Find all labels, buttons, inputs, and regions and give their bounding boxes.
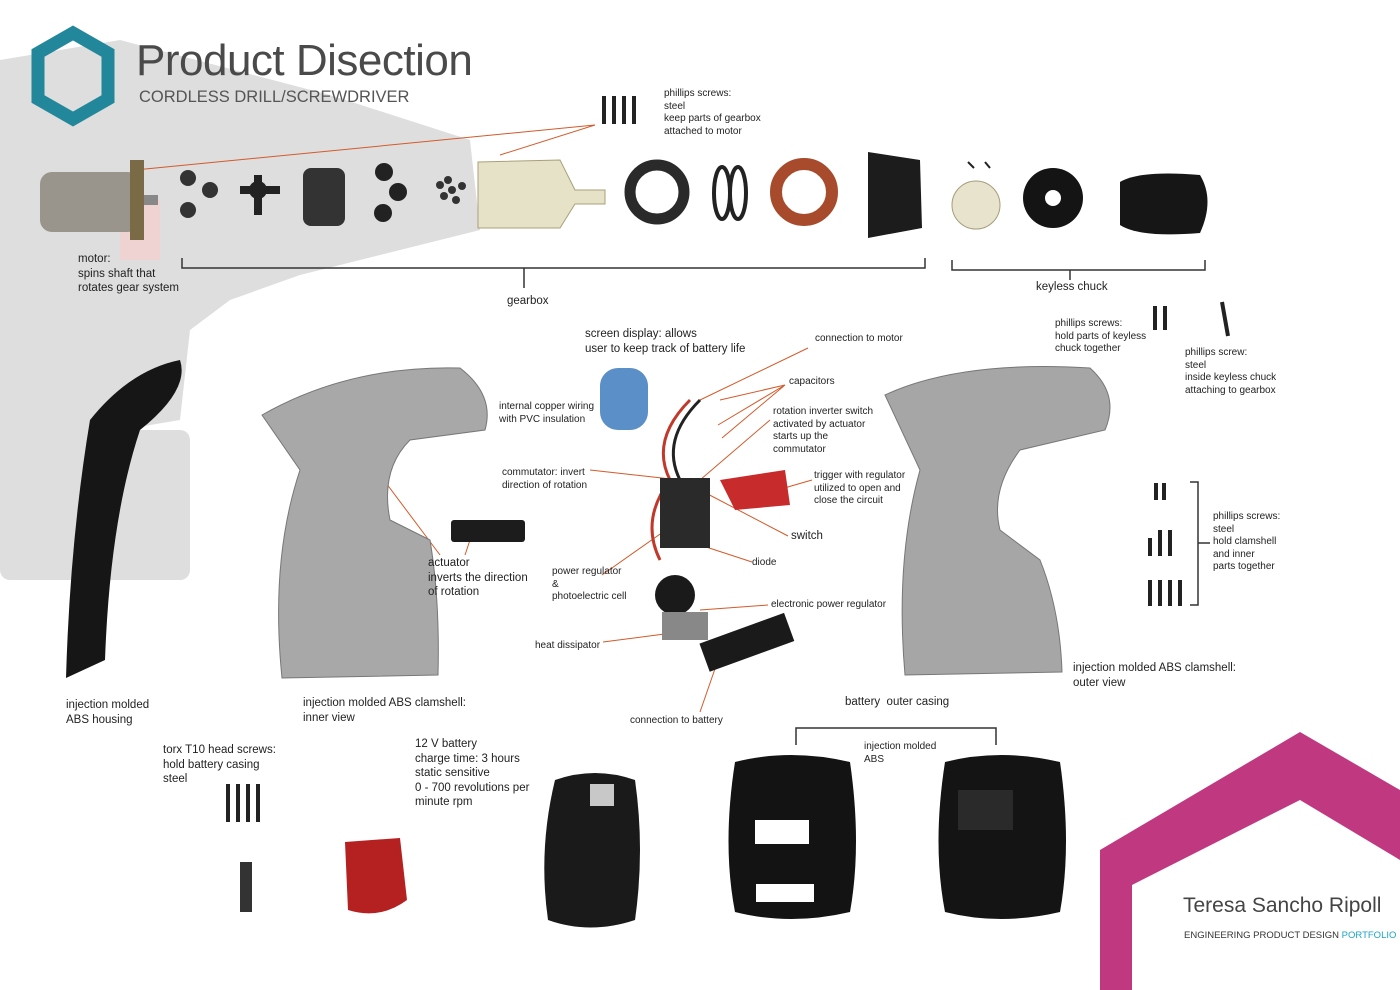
motor-part (40, 160, 158, 240)
small-springs (967, 161, 991, 169)
program-text: ENGINEERING PRODUCT DESIGN (1184, 930, 1340, 941)
gearbox-bracket (181, 258, 926, 288)
jaw-guide (951, 180, 1001, 230)
springs (712, 165, 748, 221)
battery-casing-outer (938, 755, 1066, 919)
portfolio-band (1100, 732, 1400, 990)
ball-bearings (436, 176, 466, 204)
brand-label (958, 790, 1013, 830)
actuator-part (451, 520, 525, 542)
clamshell-inner (261, 367, 488, 679)
casing-slot-2 (756, 884, 814, 902)
chuck-bracket (951, 260, 1206, 280)
phillips-screw-single (1220, 301, 1230, 337)
label-switch: switch (791, 530, 823, 542)
battery-terminal (590, 784, 614, 806)
phillips-screws-clamshell (1148, 483, 1182, 606)
label-connection-motor: connection to motor (815, 333, 903, 344)
clutch-ring (770, 158, 838, 226)
keyless-chuck (1120, 173, 1208, 235)
label-clamshell-outer: injection molded ABS clamshell:outer vie… (1073, 662, 1236, 689)
program-title: ENGINEERING PRODUCT DESIGN PORTFOLIO (1184, 930, 1396, 942)
phillips-screws-gearbox (602, 96, 636, 124)
label-keyless-chuck: keyless chuck (1036, 281, 1108, 293)
author-name: Teresa Sancho Ripoll (1183, 894, 1382, 917)
gear-set-2 (374, 163, 407, 222)
label-torx: torx T10 head screws:hold battery casing… (163, 744, 276, 785)
label-clamshell-inner: injection molded ABS clamshell:inner vie… (303, 697, 466, 724)
casing-slot-1 (755, 820, 809, 844)
gearbox-housing (477, 159, 606, 229)
clamshell-screws-bracket (1190, 481, 1210, 606)
phillips-screws-chuck (1153, 306, 1167, 330)
label-battery-casing: battery outer casing (845, 696, 950, 708)
battery-latch (345, 838, 407, 914)
label-connection-battery: connection to battery (630, 715, 723, 726)
abs-housing (66, 360, 182, 678)
label-gearbox: gearbox (507, 295, 549, 307)
rubber-ring (624, 159, 690, 225)
casing-bracket (795, 727, 997, 745)
washer-hole (1045, 190, 1061, 206)
torx-screws (226, 784, 260, 822)
ring-gear (303, 168, 345, 226)
clamshell-outer (884, 366, 1111, 676)
hexagon-logo (31, 25, 115, 127)
label-heat-dissipator: heat dissipator (535, 640, 601, 651)
portfolio-text: PORTFOLIO (1341, 930, 1397, 941)
label-power-regulator: power regulator&photoelectric cell (552, 566, 627, 602)
battery-pack (544, 773, 640, 928)
label-electronic-regulator: electronic power regulator (771, 599, 887, 610)
page-subtitle: CORDLESS DRILL/SCREWDRIVER (139, 88, 410, 106)
electronics-assembly (600, 368, 795, 672)
page-title: Product Disection (136, 36, 473, 85)
chuck-sleeve (868, 152, 922, 238)
battery-spring (240, 862, 252, 912)
label-capacitors: capacitors (789, 376, 835, 387)
gear-carrier (240, 175, 280, 215)
label-diode: diode (752, 557, 777, 568)
gear-set-1 (180, 170, 218, 218)
